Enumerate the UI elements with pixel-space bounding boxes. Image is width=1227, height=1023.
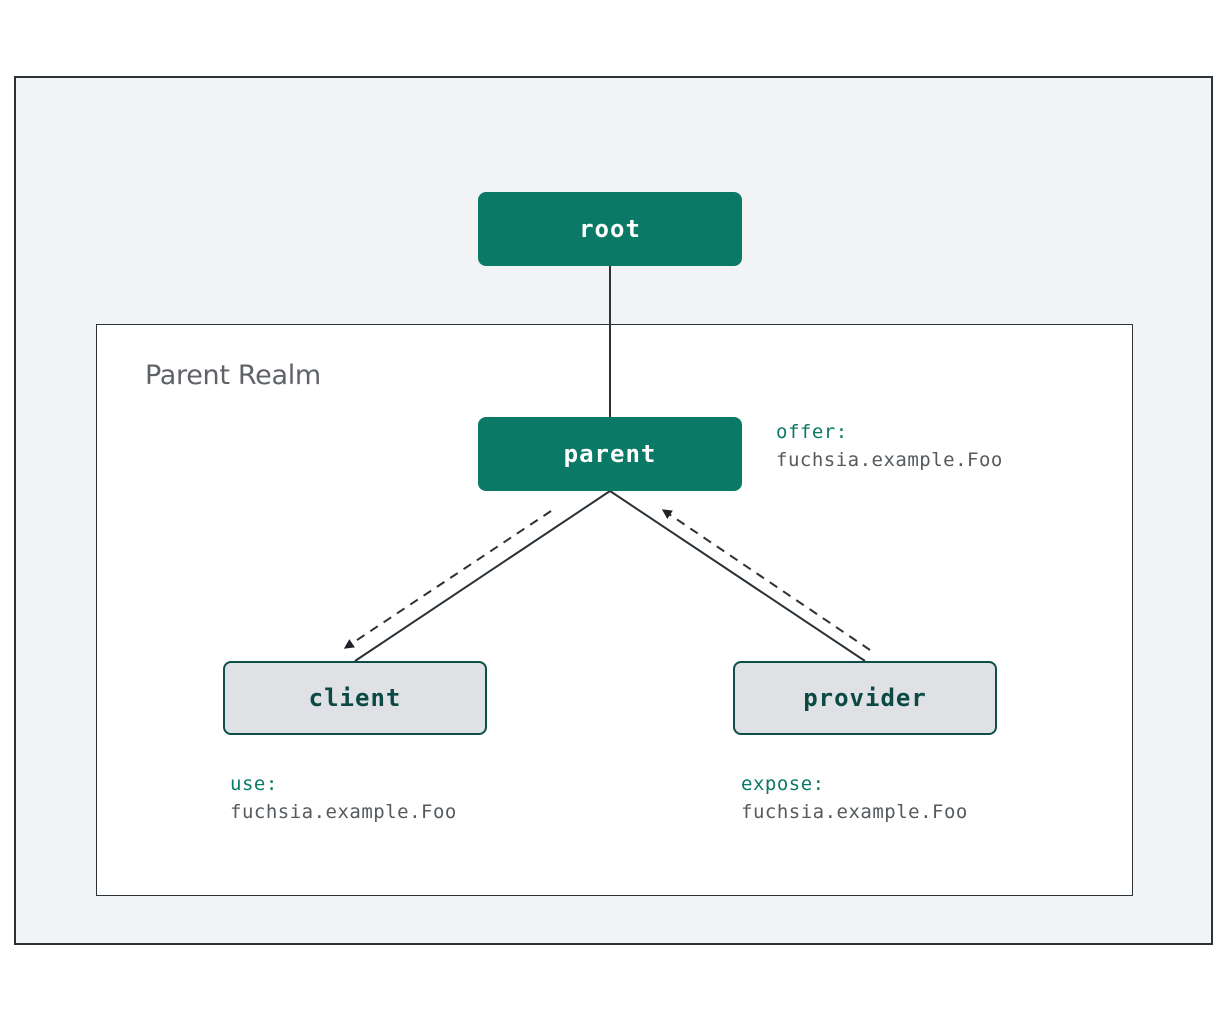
use-capability: fuchsia.example.Foo xyxy=(230,801,457,823)
use-keyword: use: xyxy=(230,773,278,795)
edge-parent-client xyxy=(354,490,611,662)
offer-keyword: offer: xyxy=(776,421,848,443)
edge-parent-provider xyxy=(609,490,866,662)
realm-label: Parent Realm xyxy=(145,360,321,391)
route-arrow-from-provider xyxy=(661,509,871,651)
expose-annotation: expose: fuchsia.example.Foo xyxy=(741,770,968,826)
offer-capability: fuchsia.example.Foo xyxy=(776,449,1003,471)
expose-keyword: expose: xyxy=(741,773,825,795)
offer-annotation: offer: fuchsia.example.Foo xyxy=(776,418,1003,474)
provider-node: provider xyxy=(733,661,997,735)
parent-node: parent xyxy=(478,417,742,491)
use-annotation: use: fuchsia.example.Foo xyxy=(230,770,457,826)
route-arrow-to-client xyxy=(343,510,552,649)
client-node: client xyxy=(223,661,487,735)
expose-capability: fuchsia.example.Foo xyxy=(741,801,968,823)
root-node: root xyxy=(478,192,742,266)
